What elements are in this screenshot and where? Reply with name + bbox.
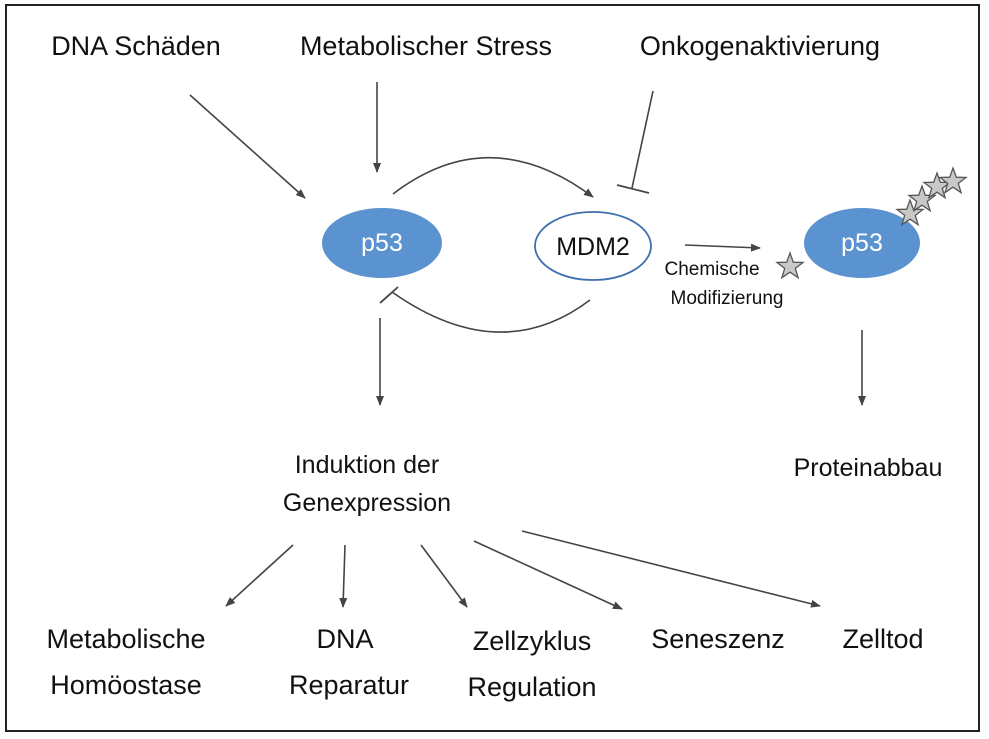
arrow-p53-to-mdm2 xyxy=(392,156,594,198)
input-metabolic-stress: Metabolischer Stress xyxy=(300,31,552,61)
p53-modified-node-label: p53 xyxy=(841,229,883,257)
modification-star-icon xyxy=(775,251,805,280)
outcome-metabolic-line1: Metabolische xyxy=(46,624,205,654)
diagram-frame xyxy=(5,4,980,732)
modification-label-line1: Chemische xyxy=(664,259,759,280)
outcome-dna-repair-line1: DNA xyxy=(316,624,373,654)
induction-label-line1: Induktion der xyxy=(295,451,440,479)
outcome-senescence: Seneszenz xyxy=(651,624,785,654)
arrow-to-senescence xyxy=(473,540,623,610)
p53-node xyxy=(322,208,442,278)
p53-node-label: p53 xyxy=(361,229,403,257)
inhibition-oncogene-to-mdm2 xyxy=(631,90,654,189)
arrow-to-cell-death xyxy=(521,530,821,608)
mdm2-node-label: MDM2 xyxy=(556,233,630,261)
induction-label-line2: Genexpression xyxy=(283,489,451,517)
arrow-mdm2-to-modified-p53 xyxy=(684,243,761,252)
outcome-cell-death: Zelltod xyxy=(842,624,923,654)
mdm2-node xyxy=(534,211,652,281)
p53-star-icon-1 xyxy=(895,198,925,227)
outcome-dna-repair-line2: Reparatur xyxy=(289,670,409,700)
inhibition-bar-p53 xyxy=(379,286,399,304)
degradation-label: Proteinabbau xyxy=(794,454,943,482)
p53-star-icon-4 xyxy=(938,166,968,195)
inhibition-bar-mdm2 xyxy=(616,184,650,194)
arrow-to-cell-cycle-regulation xyxy=(420,544,468,608)
outcome-cell-cycle-line1: Zellzyklus xyxy=(473,626,592,656)
arrow-to-dna-repair xyxy=(339,544,348,608)
arrow-to-metabolic-homeostasis xyxy=(225,544,294,607)
input-oncogene-activation: Onkogenaktivierung xyxy=(640,31,880,61)
input-dna-damage: DNA Schäden xyxy=(51,31,221,61)
outcome-metabolic-line2: Homöostase xyxy=(50,670,202,700)
arrow-dna-to-p53 xyxy=(189,94,306,199)
p53-modified-node xyxy=(804,208,920,278)
inhibition-mdm2-to-p53 xyxy=(391,291,591,333)
modification-label-line2: Modifizierung xyxy=(671,288,784,309)
outcome-cell-cycle-line2: Regulation xyxy=(467,672,596,702)
